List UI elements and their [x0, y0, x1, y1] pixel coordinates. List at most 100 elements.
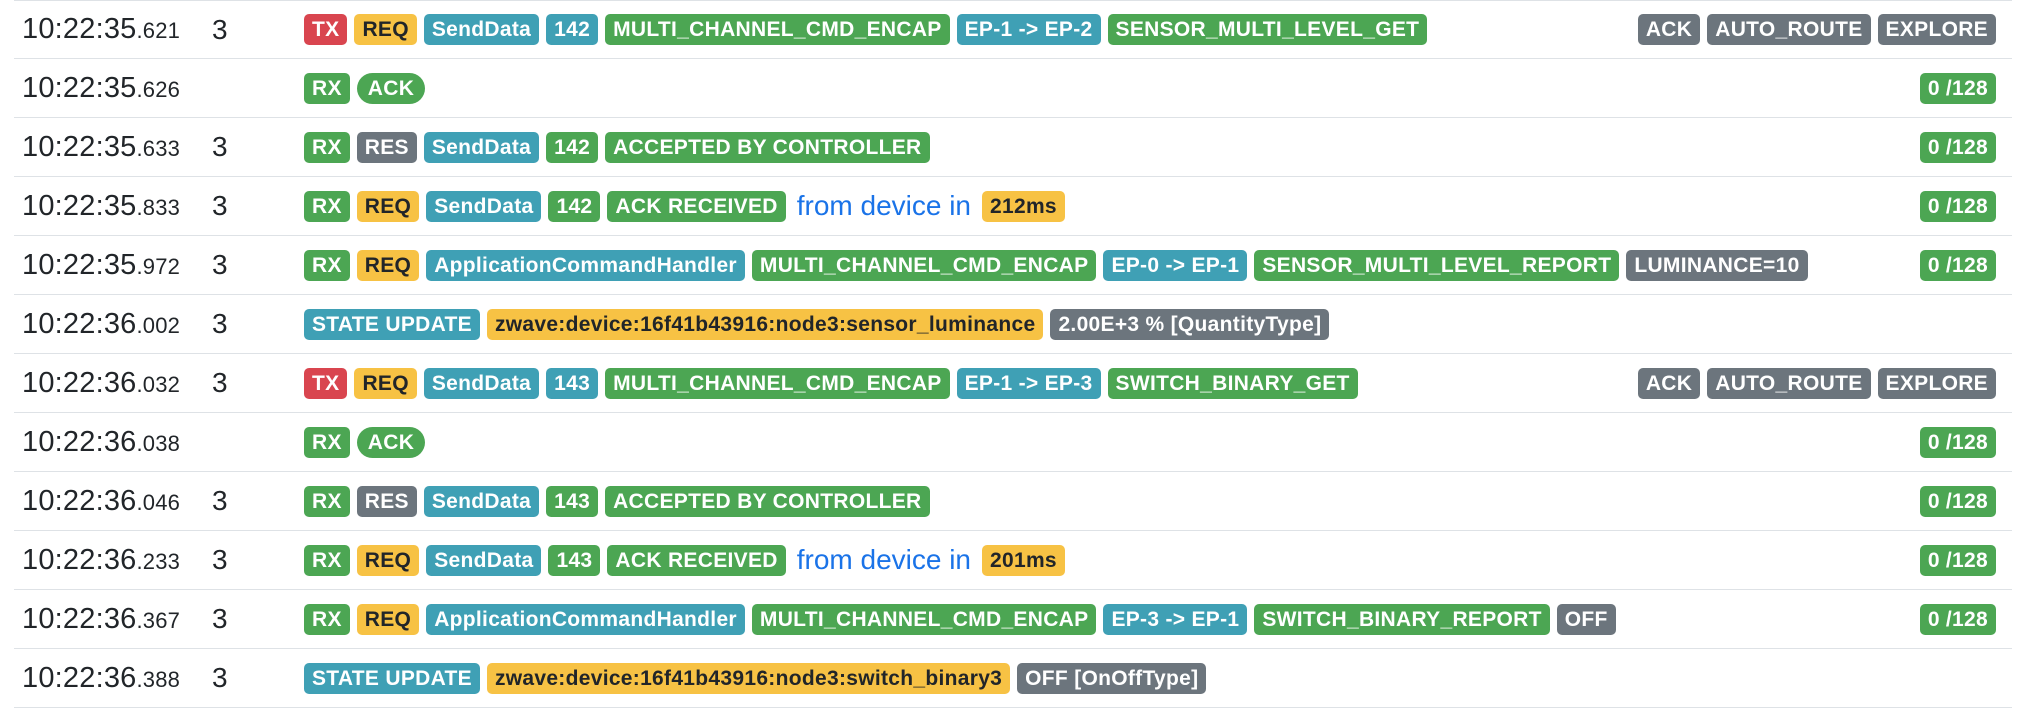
status-badge: AUTO_ROUTE: [1707, 367, 1871, 399]
message-badge: ApplicationCommandHandler: [426, 603, 745, 635]
message-badge: RES: [356, 485, 417, 517]
message-badge: OFF [OnOffType]: [1017, 662, 1207, 694]
message-badge: 143: [546, 485, 599, 517]
message-badge: OFF: [1556, 603, 1616, 635]
status-badge: 0 /128: [1919, 544, 1996, 576]
status-badge: 0 /128: [1919, 426, 1996, 458]
timestamp: 10:22:35.621: [22, 13, 180, 46]
node-id: 3: [212, 603, 228, 634]
timestamp: 10:22:36.002: [22, 308, 180, 341]
timestamp: 10:22:35.972: [22, 249, 180, 282]
message-badge: ACK: [356, 426, 426, 458]
message-badge: RX: [304, 190, 350, 222]
message-badge: EP-1 -> EP-2: [956, 14, 1101, 45]
node-id: 3: [212, 190, 228, 221]
message-badge: EP-3 -> EP-1: [1103, 603, 1248, 635]
message-badge: MULTI_CHANNEL_CMD_ENCAP: [605, 367, 950, 399]
timestamp-hms: 10:22:35: [22, 13, 137, 45]
status-badge: EXPLORE: [1877, 14, 1996, 45]
message-badge: SWITCH_BINARY_REPORT: [1254, 603, 1550, 635]
node-id: 3: [212, 544, 228, 575]
status-badges: 0 /128: [1919, 249, 1996, 281]
timestamp-hms: 10:22:36: [22, 425, 137, 458]
timestamp-ms: .038: [136, 430, 181, 456]
node-id: 3: [212, 13, 228, 45]
timestamp: 10:22:35.626: [22, 72, 180, 105]
message-badge: 143: [548, 544, 601, 576]
status-badge: 0 /128: [1919, 249, 1996, 281]
message-badge: STATE UPDATE: [304, 308, 480, 340]
message-badge: EP-0 -> EP-1: [1103, 249, 1248, 281]
timestamp: 10:22:36.032: [22, 367, 180, 400]
status-badge: 0 /128: [1919, 131, 1996, 163]
timestamp: 10:22:36.233: [22, 544, 180, 577]
message-badge: MULTI_CHANNEL_CMD_ENCAP: [751, 603, 1097, 635]
status-badge: ACK: [1637, 14, 1701, 45]
message-badge: 2.00E+3 % [QuantityType]: [1050, 308, 1330, 340]
status-badges: 0 /128: [1919, 426, 1996, 458]
message-badge: RX: [304, 72, 350, 104]
message-badge: zwave:device:16f41b43916:node3:sensor_lu…: [486, 308, 1044, 340]
timestamp-ms: .833: [136, 194, 181, 220]
message-badge: MULTI_CHANNEL_CMD_ENCAP: [751, 249, 1097, 281]
message-badge: REQ: [356, 544, 420, 576]
timestamp: 10:22:36.046: [22, 485, 180, 518]
timestamp-ms: .367: [136, 607, 181, 633]
message-text: from device in: [796, 544, 972, 575]
message-badge: ACK: [356, 72, 426, 104]
timestamp-ms: .032: [136, 371, 181, 397]
message-badge: 142: [548, 190, 601, 222]
message-badge: TX: [304, 14, 348, 45]
message-badge: SWITCH_BINARY_GET: [1107, 367, 1358, 399]
timestamp: 10:22:35.633: [22, 131, 180, 164]
timestamp-ms: .233: [136, 548, 181, 574]
timestamp: 10:22:35.833: [22, 190, 180, 223]
status-badges: 0 /128: [1919, 72, 1996, 104]
message-badge: RX: [304, 131, 350, 163]
message-badge: ACCEPTED BY CONTROLLER: [605, 131, 930, 163]
status-badges: 0 /128: [1919, 603, 1996, 635]
message-badge: 142: [546, 131, 599, 163]
timestamp-hms: 10:22:35: [22, 248, 137, 281]
node-id: 3: [212, 249, 228, 280]
message-badge: REQ: [354, 14, 417, 45]
message-badge: REQ: [356, 249, 420, 281]
timestamp: 10:22:36.367: [22, 603, 180, 636]
status-badges: 0 /128: [1919, 131, 1996, 163]
message-badge: 142: [546, 14, 599, 45]
message-badge: SendData: [423, 14, 540, 45]
timestamp: 10:22:36.038: [22, 426, 180, 459]
message-badge: ACK RECEIVED: [607, 544, 786, 576]
timestamp-hms: 10:22:36: [22, 543, 137, 576]
status-badge: 0 /128: [1919, 603, 1996, 635]
status-badge: 0 /128: [1919, 190, 1996, 222]
message-badge: zwave:device:16f41b43916:node3:switch_bi…: [486, 662, 1011, 694]
timestamp-hms: 10:22:35: [22, 71, 137, 104]
message-text: from device in: [796, 190, 972, 221]
status-badges: 0 /128: [1919, 544, 1996, 576]
message-badge: RES: [356, 131, 417, 163]
